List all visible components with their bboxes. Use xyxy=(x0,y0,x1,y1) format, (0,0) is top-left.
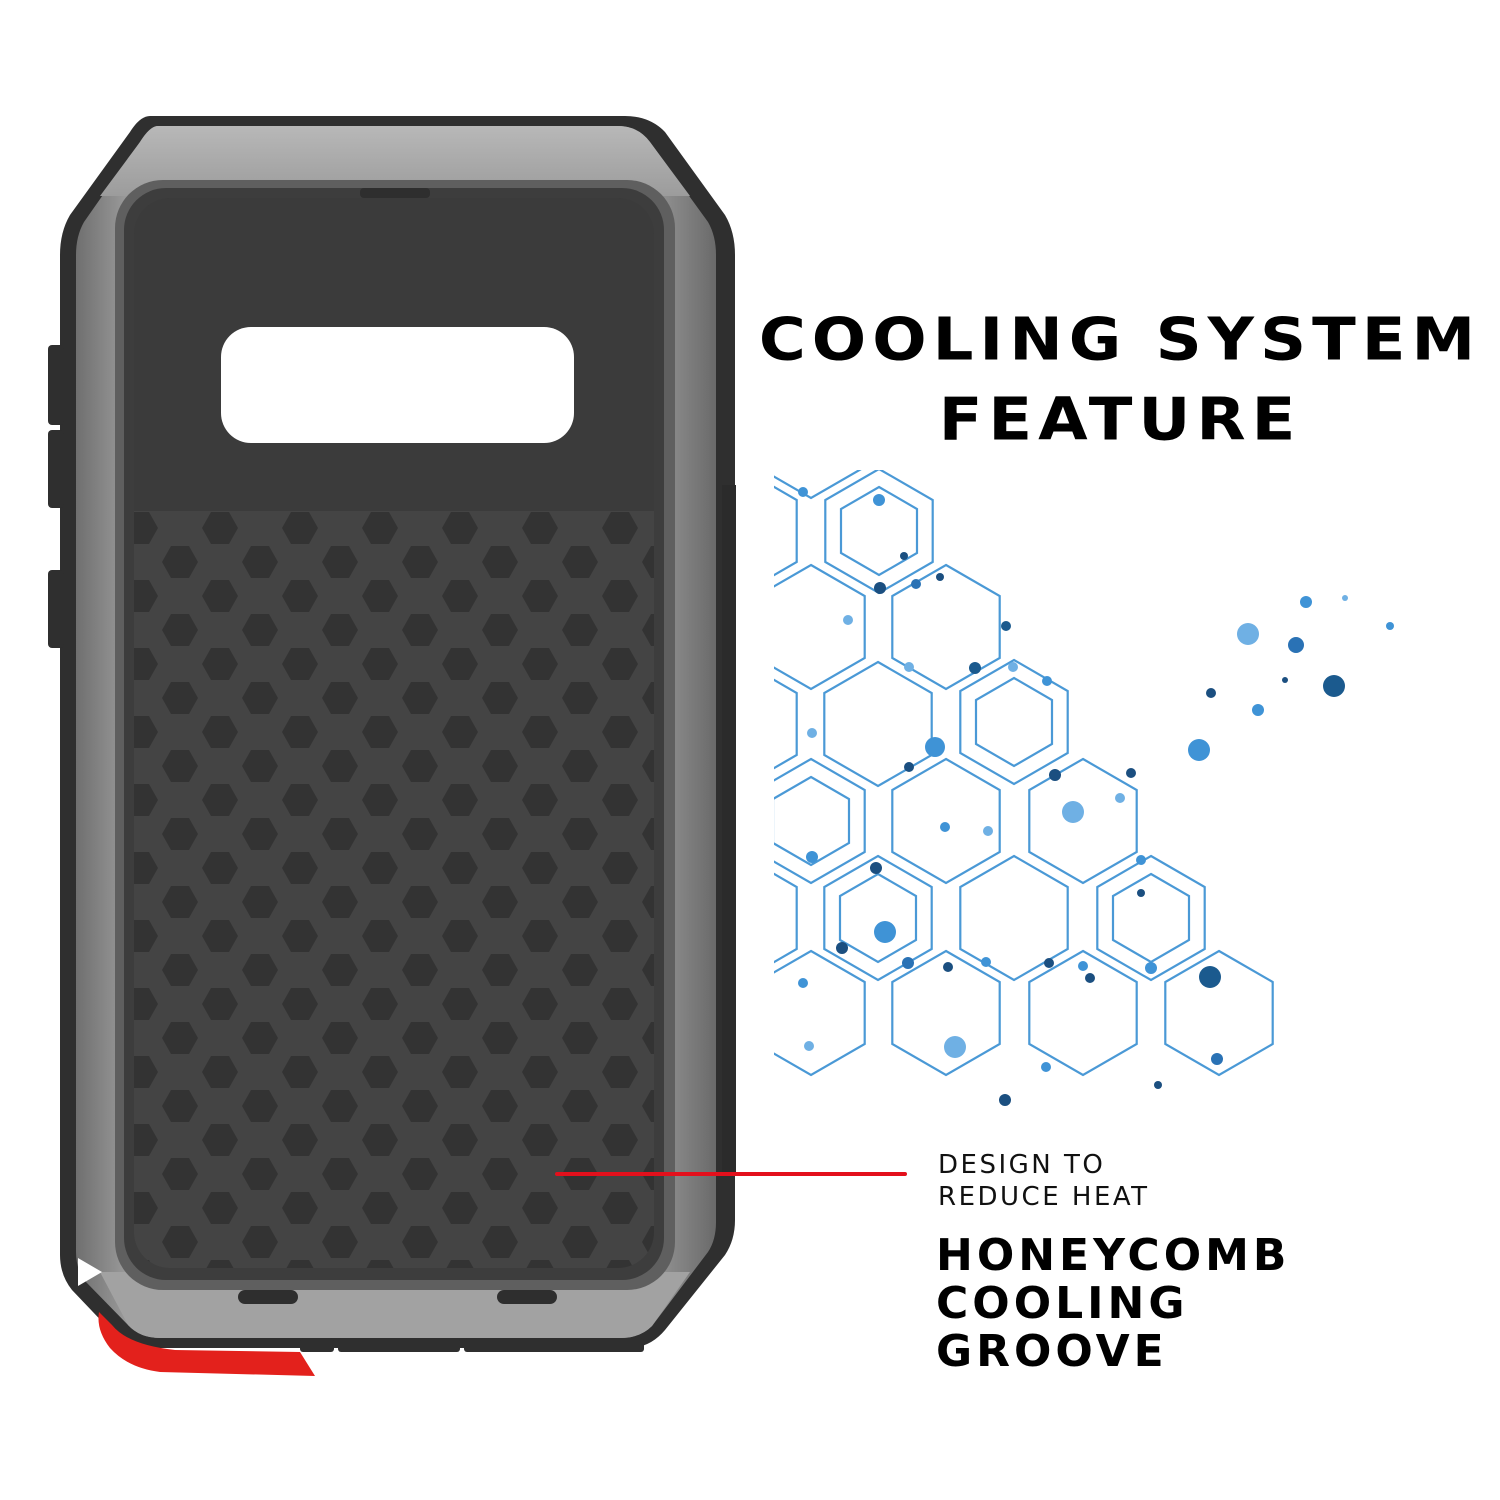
camera-cutout xyxy=(221,327,574,443)
headline-line1: COOLING SYSTEM xyxy=(758,305,1482,375)
side-button-2 xyxy=(48,430,64,508)
play-triangle-icon xyxy=(78,1258,102,1286)
side-button-3 xyxy=(48,570,64,648)
side-button-right xyxy=(722,485,736,1175)
phone-case-image xyxy=(48,116,736,1376)
speaker-slot-right xyxy=(497,1290,557,1304)
callout-subtext-line1: DESIGN TO xyxy=(938,1150,1106,1180)
hexagon-network-graphic xyxy=(774,470,1394,1106)
side-button-1 xyxy=(48,345,64,425)
red-accent-trim xyxy=(98,1312,316,1376)
feature-title-line2: COOLING xyxy=(936,1278,1189,1329)
callout-subtext-line2: REDUCE HEAT xyxy=(938,1182,1150,1212)
headline-line2: FEATURE xyxy=(938,385,1302,455)
feature-title-line1: HONEYCOMB xyxy=(936,1230,1291,1281)
feature-title-line3: GROOVE xyxy=(936,1326,1168,1377)
speaker-slot-left xyxy=(238,1290,298,1304)
network-nodes xyxy=(798,487,1394,1106)
